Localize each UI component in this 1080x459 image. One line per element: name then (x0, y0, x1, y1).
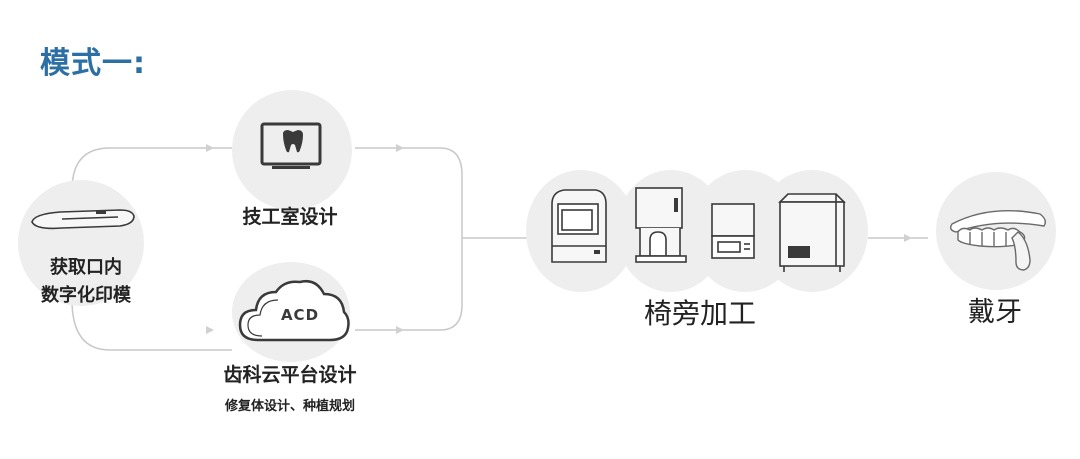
page-title: 模式一: (40, 46, 146, 81)
node-start-circle (18, 180, 144, 306)
connector-cloud-merge (355, 240, 463, 331)
arrow-head-cloud (206, 326, 214, 334)
connector-start-cloud (71, 299, 232, 351)
node-cloud-sublabel: 修复体设计、种植规划 (224, 399, 355, 414)
3d-printer-icon (778, 193, 846, 272)
node-cloud-label: 齿科云平台设计 (223, 364, 357, 386)
dentures-icon (949, 210, 1047, 271)
arrow-head-cloud-out (396, 326, 404, 334)
node-start-label-line1: 获取口内 (50, 257, 122, 278)
cloud-logo-text: ACD (280, 306, 320, 324)
node-start-label: 获取口内 数字化印模 (16, 254, 156, 310)
connector-lab-merge (355, 147, 463, 240)
node-start-label-line2: 数字化印模 (41, 285, 131, 306)
sintering-furnace-icon (635, 187, 687, 263)
node-process-label: 椅旁加工 (643, 297, 756, 330)
node-final-label: 戴牙 (968, 297, 1022, 328)
monitor-tooth-icon (260, 122, 322, 169)
node-lab-label: 技工室设计 (242, 206, 338, 228)
arrow-head-final (904, 234, 912, 242)
arrow-head-lab-out (396, 144, 404, 152)
lab-device-icon (711, 203, 755, 259)
node-lab-circle (232, 90, 352, 210)
cloud-icon (238, 280, 350, 342)
intraoral-scanner-icon (31, 209, 135, 230)
arrow-head-lab (206, 144, 214, 152)
milling-machine-icon (551, 189, 607, 263)
